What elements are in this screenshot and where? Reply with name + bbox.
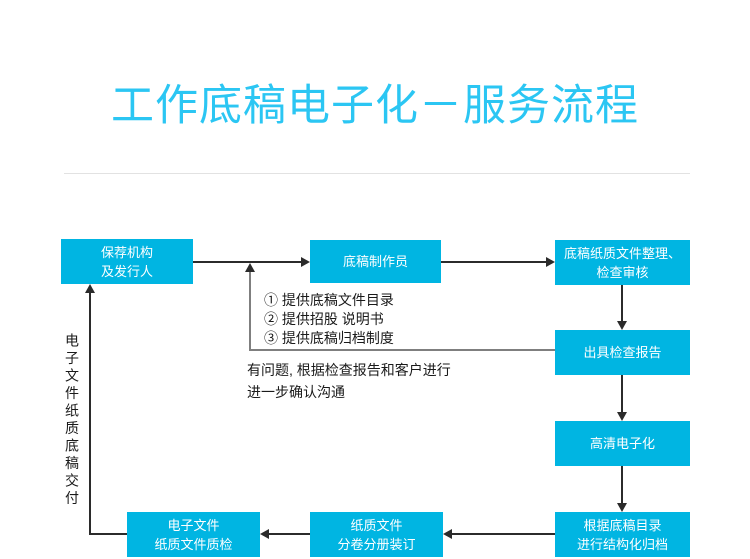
delivery-label-vertical: 电子文件纸质底稿交付 xyxy=(64,333,80,508)
node-quality-check: 电子文件 纸质文件质检 xyxy=(127,512,260,557)
node-label-line: 根据底稿目录 xyxy=(583,517,662,533)
arrowhead-up-icon xyxy=(85,284,95,293)
provide-items-list: ① 提供底稿文件目录 ② 提供招股 说明书 ③ 提供底稿归档制度 xyxy=(264,291,394,348)
title-divider xyxy=(64,173,690,174)
node-paper-organize-review: 底稿纸质文件整理、 检查审核 xyxy=(555,240,690,285)
node-label-line: 分卷分册装订 xyxy=(337,536,416,552)
line-report-to-digitize xyxy=(621,375,623,412)
issue-note: 有问题, 根据检查报告和客户进行 进一步确认沟通 xyxy=(247,359,451,403)
node-label-line: 纸质文件质检 xyxy=(154,536,233,552)
line-drafter-to-organize xyxy=(441,261,546,263)
line-qc-return-horizontal xyxy=(90,533,127,535)
arrowhead-down-icon xyxy=(617,503,627,512)
line-feedback-horizontal xyxy=(250,349,555,351)
provide-item: ③ 提供底稿归档制度 xyxy=(264,330,394,346)
arrowhead-right-icon xyxy=(301,257,310,267)
line-qc-return-vertical xyxy=(89,292,91,535)
node-label-line: 高清电子化 xyxy=(589,436,655,451)
node-label-line: 底稿制作员 xyxy=(342,254,408,269)
arrowhead-down-icon xyxy=(617,412,627,421)
provide-item: ① 提供底稿文件目录 xyxy=(264,292,394,308)
node-label-line: 纸质文件 xyxy=(350,517,403,533)
node-label-line: 保荐机构 xyxy=(100,244,153,260)
line-digitize-to-archive xyxy=(621,466,623,503)
line-feedback-vertical xyxy=(249,272,251,351)
issue-note-line: 进一步确认沟通 xyxy=(247,384,345,400)
line-binding-to-qc xyxy=(269,533,310,535)
arrowhead-down-icon xyxy=(617,321,627,330)
arrowhead-left-icon xyxy=(260,529,269,539)
node-draft-maker: 底稿制作员 xyxy=(310,240,441,283)
line-archive-to-binding xyxy=(452,533,555,535)
issue-note-line: 有问题, 根据检查报告和客户进行 xyxy=(247,362,451,378)
page-title: 工作底稿电子化－服务流程 xyxy=(111,82,639,130)
line-sponsor-to-drafter xyxy=(193,261,301,263)
provide-item: ② 提供招股 说明书 xyxy=(264,311,384,327)
arrowhead-right-icon xyxy=(546,257,555,267)
arrowhead-left-icon xyxy=(443,529,452,539)
node-label-line: 检查审核 xyxy=(596,264,649,280)
node-label-line: 及发行人 xyxy=(100,263,153,279)
node-structured-archive: 根据底稿目录 进行结构化归档 xyxy=(555,512,690,557)
node-sponsor-issuer: 保荐机构 及发行人 xyxy=(61,239,193,284)
node-label-line: 电子文件 xyxy=(167,517,220,533)
node-inspection-report: 出具检查报告 xyxy=(555,330,690,375)
line-organize-to-report xyxy=(621,285,623,321)
node-volume-binding: 纸质文件 分卷分册装订 xyxy=(310,512,443,557)
node-label-line: 底稿纸质文件整理、 xyxy=(563,245,681,261)
arrowhead-up-icon xyxy=(245,263,255,272)
node-hd-digitization: 高清电子化 xyxy=(555,421,690,466)
node-label-line: 出具检查报告 xyxy=(583,345,662,360)
node-label-line: 进行结构化归档 xyxy=(576,536,668,552)
